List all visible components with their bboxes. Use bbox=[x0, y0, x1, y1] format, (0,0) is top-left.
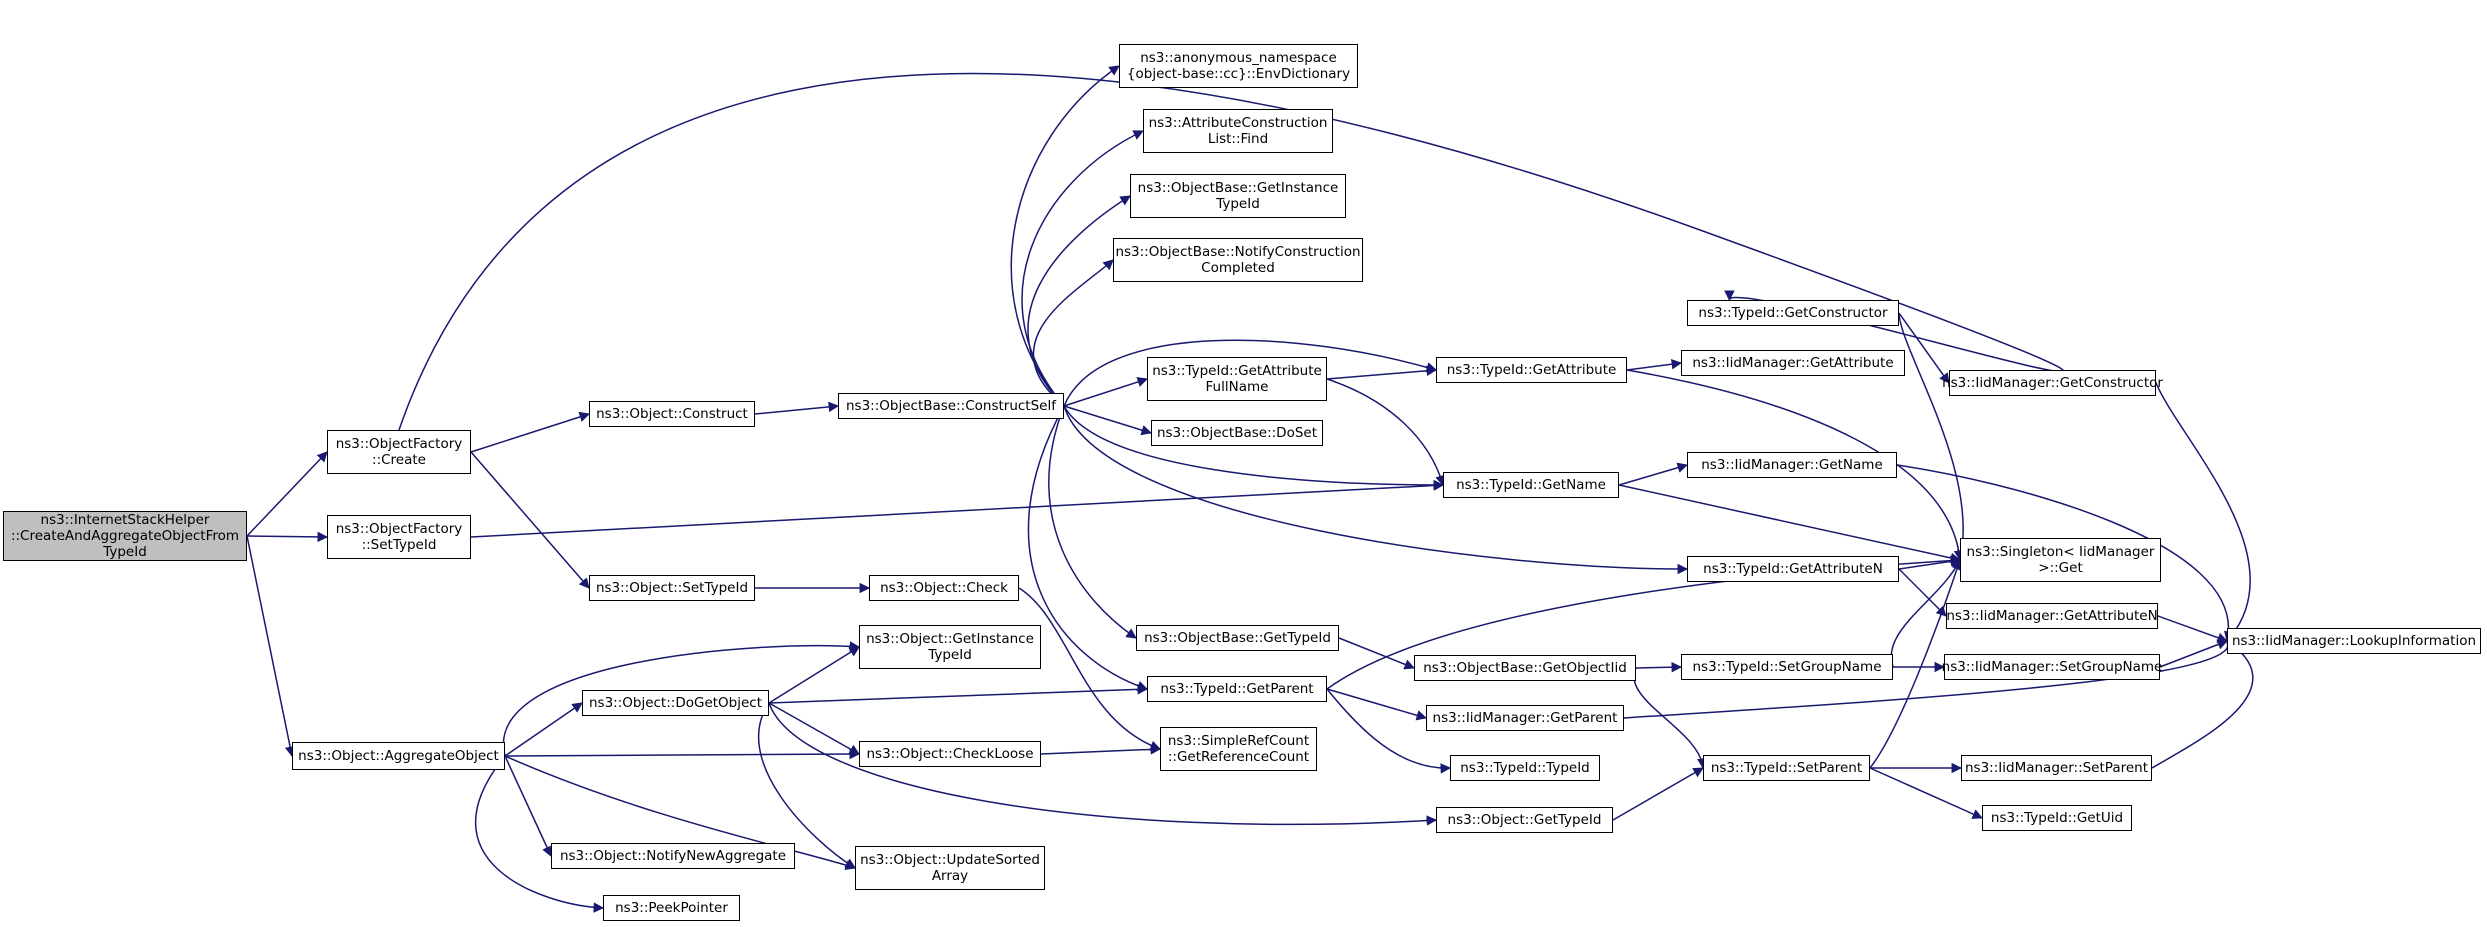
edge-ob-constructself-to-tid-getname bbox=[1063, 405, 1445, 491]
edge-ob-constructself-to-ob-notifyconstruction bbox=[1032, 259, 1114, 407]
node-obj-construct[interactable]: ns3::Object::Construct bbox=[589, 401, 755, 427]
node-anon-envdict[interactable]: ns3::anonymous_namespace {object-base::c… bbox=[1119, 44, 1358, 88]
edge-obj-dogetobject-to-tid-getparent bbox=[768, 684, 1149, 704]
node-obj-checkloose[interactable]: ns3::Object::CheckLoose bbox=[859, 741, 1041, 767]
edge-root-to-obj-aggregate bbox=[246, 535, 296, 758]
edge-ob-constructself-to-anon-envdict bbox=[1010, 65, 1120, 407]
edge-obj-dogetobject-to-obj-gettypeid bbox=[768, 702, 1438, 826]
node-ob-doset[interactable]: ns3::ObjectBase::DoSet bbox=[1151, 420, 1323, 446]
node-of-create[interactable]: ns3::ObjectFactory ::Create bbox=[327, 430, 471, 474]
node-tid-getname[interactable]: ns3::TypeId::GetName bbox=[1443, 472, 1619, 498]
edge-tid-getattributefullname-to-tid-getname bbox=[1326, 378, 1446, 487]
root-function-node: ns3::InternetStackHelper ::CreateAndAggr… bbox=[3, 511, 247, 561]
node-iid-getattributen[interactable]: ns3::IidManager::GetAttributeN bbox=[1946, 603, 2158, 629]
edge-tid-getattributefullname-to-tid-getattribute bbox=[1326, 365, 1438, 380]
node-tid-setgroupname[interactable]: ns3::TypeId::SetGroupName bbox=[1681, 654, 1893, 680]
edge-iid-getconstructor-to-iid-lookupinformation bbox=[2155, 382, 2251, 642]
node-src-getrefcount[interactable]: ns3::SimpleRefCount ::GetReferenceCount bbox=[1160, 727, 1317, 771]
edge-tid-setparent-to-tid-getuid bbox=[1869, 767, 1983, 819]
edge-root-to-of-create bbox=[246, 451, 328, 537]
node-tid-setparent[interactable]: ns3::TypeId::SetParent bbox=[1703, 755, 1870, 781]
node-obj-notifynewaggregate[interactable]: ns3::Object::NotifyNewAggregate bbox=[551, 843, 795, 869]
edge-iid-setparent-to-iid-lookupinformation bbox=[2151, 640, 2254, 769]
edge-tid-getattributen-to-iid-getattributen bbox=[1898, 568, 1947, 617]
node-tid-getuid[interactable]: ns3::TypeId::GetUid bbox=[1982, 805, 2132, 831]
edge-ob-constructself-to-ob-doset bbox=[1063, 405, 1153, 436]
node-obj-updatesortedarray[interactable]: ns3::Object::UpdateSorted Array bbox=[855, 846, 1045, 890]
edge-iid-getattributen-to-iid-lookupinformation bbox=[2157, 615, 2228, 643]
edge-obj-dogetobject-to-obj-updatesortedarray bbox=[757, 702, 856, 869]
node-iid-setgroupname[interactable]: ns3::IidManager::SetGroupName bbox=[1942, 654, 2162, 680]
node-iid-setparent[interactable]: ns3::IidManager::SetParent bbox=[1961, 755, 2152, 781]
edge-obj-aggregate-to-peekpointer bbox=[474, 755, 605, 913]
edge-ob-constructself-to-tid-getattributefullname bbox=[1063, 376, 1148, 407]
edge-ob-getobjectiid-to-tid-setparent bbox=[1633, 667, 1708, 770]
node-of-settypeid[interactable]: ns3::ObjectFactory ::SetTypeId bbox=[327, 515, 471, 559]
edge-ob-constructself-to-ob-getinstancetypeid bbox=[1027, 195, 1131, 407]
edge-obj-aggregate-to-obj-updatesortedarray bbox=[504, 755, 856, 871]
node-tid-getparent[interactable]: ns3::TypeId::GetParent bbox=[1147, 676, 1327, 702]
edge-ob-constructself-to-ob-gettypeid bbox=[1048, 405, 1137, 639]
edge-tid-getconstructor-to-iid-getconstructor bbox=[1898, 312, 1950, 384]
edge-tid-getattribute-to-singleton-get bbox=[1626, 369, 1965, 562]
edge-tid-setparent-to-singleton-get bbox=[1869, 559, 1962, 769]
edge-obj-check-to-src-getrefcount bbox=[1018, 587, 1161, 751]
edge-iid-setgroupname-to-iid-lookupinformation bbox=[2159, 639, 2228, 668]
edge-tid-getparent-to-tid-typeid bbox=[1326, 688, 1452, 774]
node-iid-getname[interactable]: ns3::IidManager::GetName bbox=[1687, 452, 1897, 478]
edge-iid-getname-to-iid-lookupinformation bbox=[1896, 464, 2235, 643]
edge-ob-getobjectiid-to-tid-setgroupname bbox=[1635, 661, 1683, 673]
node-tid-getattributefullname[interactable]: ns3::TypeId::GetAttribute FullName bbox=[1147, 357, 1327, 401]
node-peekpointer[interactable]: ns3::PeekPointer bbox=[603, 895, 740, 921]
edge-of-create-to-tid-getconstructor bbox=[398, 72, 2064, 431]
node-obj-aggregate[interactable]: ns3::Object::AggregateObject bbox=[292, 742, 505, 770]
node-tid-typeid[interactable]: ns3::TypeId::TypeId bbox=[1450, 755, 1600, 781]
edge-ob-constructself-to-tid-getparent bbox=[1027, 405, 1148, 691]
edge-ob-constructself-to-acl-find bbox=[1021, 130, 1144, 407]
node-iid-getattribute[interactable]: ns3::IidManager::GetAttribute bbox=[1681, 350, 1905, 376]
edge-of-create-to-obj-settypeid bbox=[470, 451, 590, 589]
edge-obj-checkloose-to-src-getrefcount bbox=[1040, 744, 1162, 755]
edge-ob-gettypeid-to-ob-getobjectiid bbox=[1338, 637, 1415, 670]
edge-obj-gettypeid-to-tid-setparent bbox=[1612, 767, 1704, 821]
edge-tid-getattributen-to-singleton-get bbox=[1898, 556, 1962, 570]
node-iid-getparent[interactable]: ns3::IidManager::GetParent bbox=[1426, 705, 1624, 731]
node-tid-getattributen[interactable]: ns3::TypeId::GetAttributeN bbox=[1687, 556, 1899, 582]
node-obj-dogetobject[interactable]: ns3::Object::DoGetObject bbox=[582, 690, 769, 716]
edge-obj-aggregate-to-obj-getinstancetypeid bbox=[502, 641, 861, 757]
edge-root-to-of-settypeid bbox=[246, 531, 329, 543]
edge-tid-getname-to-iid-getname bbox=[1618, 462, 1689, 486]
edge-obj-construct-to-ob-constructself bbox=[754, 401, 840, 415]
node-tid-getattribute[interactable]: ns3::TypeId::GetAttribute bbox=[1436, 357, 1627, 383]
edge-obj-dogetobject-to-obj-getinstancetypeid bbox=[768, 646, 860, 704]
node-ob-notifyconstruction[interactable]: ns3::ObjectBase::NotifyConstruction Comp… bbox=[1113, 238, 1363, 282]
edge-obj-aggregate-to-obj-checkloose bbox=[504, 748, 861, 760]
edge-tid-getname-to-singleton-get bbox=[1618, 484, 1962, 564]
edge-obj-aggregate-to-obj-notifynewaggregate bbox=[504, 755, 552, 857]
node-iid-lookupinformation[interactable]: ns3::IidManager::LookupInformation bbox=[2227, 628, 2481, 654]
edge-obj-aggregate-to-obj-dogetobject bbox=[504, 702, 583, 757]
node-ob-constructself[interactable]: ns3::ObjectBase::ConstructSelf bbox=[838, 393, 1064, 419]
edge-obj-dogetobject-to-obj-checkloose bbox=[768, 702, 860, 755]
edge-ob-constructself-to-tid-getattribute bbox=[1063, 339, 1438, 407]
node-singleton-get[interactable]: ns3::Singleton< IidManager >::Get bbox=[1960, 538, 2161, 582]
node-ob-getobjectiid[interactable]: ns3::ObjectBase::GetObjectIid bbox=[1414, 655, 1636, 681]
node-ob-getinstancetypeid[interactable]: ns3::ObjectBase::GetInstance TypeId bbox=[1130, 174, 1346, 218]
node-ob-gettypeid[interactable]: ns3::ObjectBase::GetTypeId bbox=[1136, 625, 1339, 651]
node-acl-find[interactable]: ns3::AttributeConstruction List::Find bbox=[1143, 109, 1333, 153]
edge-tid-getconstructor-to-singleton-get bbox=[1898, 312, 1968, 562]
node-obj-check[interactable]: ns3::Object::Check bbox=[869, 575, 1019, 601]
edge-tid-getparent-to-iid-getparent bbox=[1326, 688, 1428, 721]
node-obj-settypeid[interactable]: ns3::Object::SetTypeId bbox=[589, 575, 755, 601]
node-tid-getconstructor[interactable]: ns3::TypeId::GetConstructor bbox=[1687, 300, 1899, 326]
edge-tid-getattribute-to-iid-getattribute bbox=[1626, 359, 1683, 371]
edge-iid-getparent-to-iid-lookupinformation bbox=[1623, 640, 2237, 719]
node-obj-gettypeid[interactable]: ns3::Object::GetTypeId bbox=[1436, 807, 1613, 833]
edge-ob-constructself-to-tid-getattributen bbox=[1063, 405, 1689, 575]
edge-of-settypeid-to-tid-getname bbox=[470, 480, 1445, 538]
edge-of-create-to-obj-construct bbox=[470, 411, 590, 453]
node-obj-getinstancetypeid[interactable]: ns3::Object::GetInstance TypeId bbox=[859, 625, 1041, 669]
node-iid-getconstructor[interactable]: ns3::IidManager::GetConstructor bbox=[1942, 370, 2163, 396]
